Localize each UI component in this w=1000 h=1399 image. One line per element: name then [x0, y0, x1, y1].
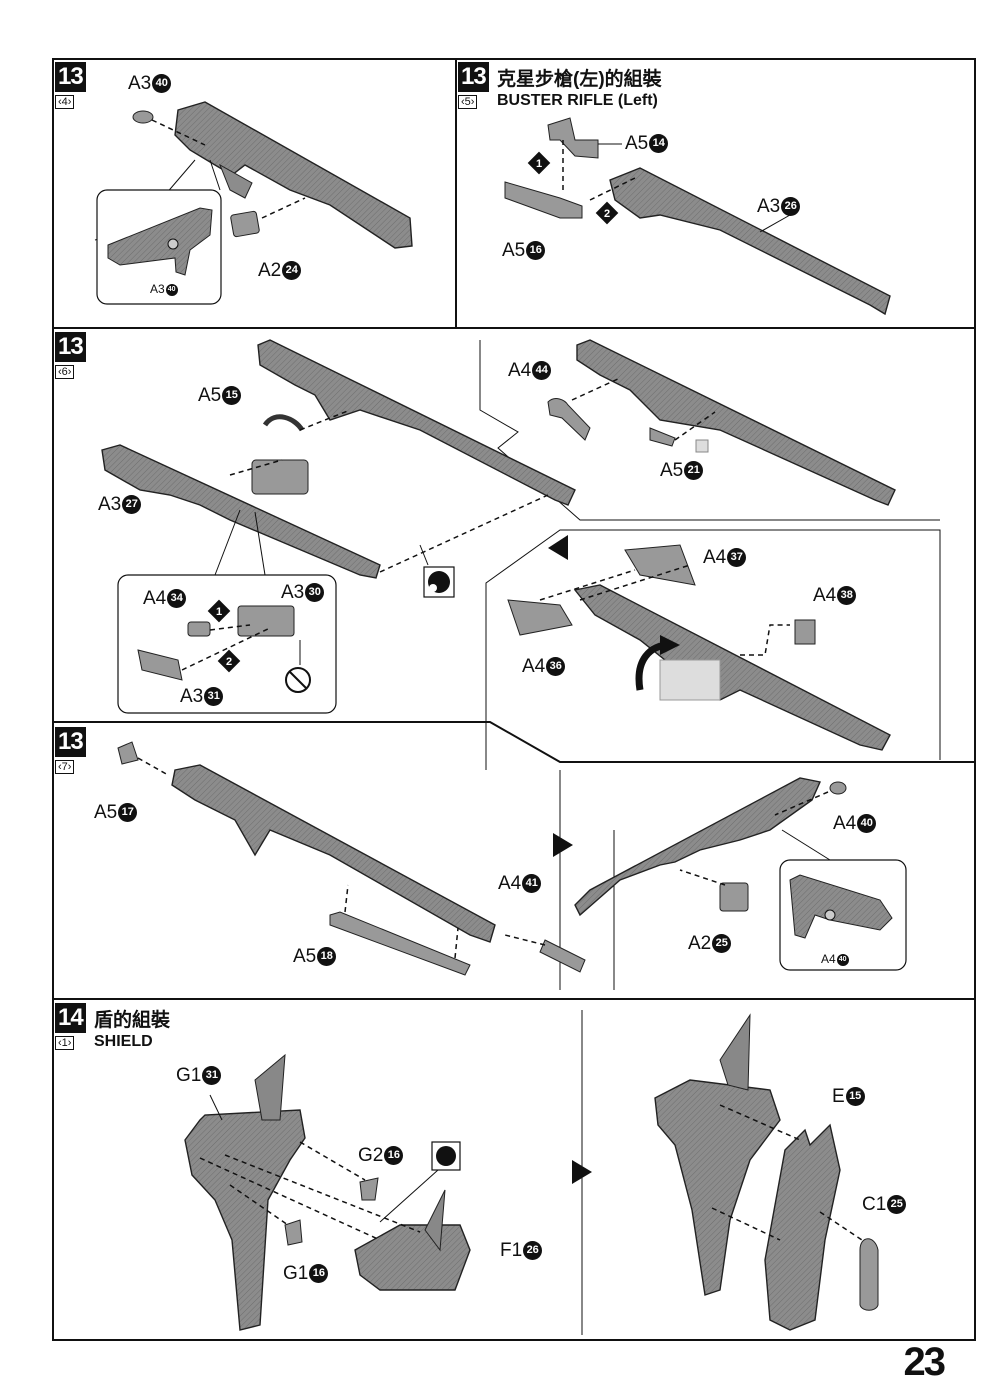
step-13-5-sub: ‹5› [458, 95, 478, 109]
manual-frame [52, 58, 976, 1341]
shield-title-en: SHIELD [94, 1033, 153, 1050]
rifle-13-6-bottom [507, 535, 891, 751]
order-1-13-5: 1 [536, 158, 542, 170]
section-dividers [52, 58, 976, 1000]
shield-assembly [184, 1013, 879, 1331]
direction-arrow-icon [548, 535, 568, 560]
order-2-13-5: 2 [604, 208, 610, 220]
order-1-13-6: 1 [216, 606, 222, 618]
rifle-13-4 [94, 101, 413, 305]
step-13-4-sub: ‹4› [55, 95, 75, 109]
step-13-6-sub: ‹6› [55, 365, 75, 379]
rifle-title-cn: 克星步槍(左)的組裝 [497, 69, 662, 90]
order-marker-numbers: 1 2 1 2 [216, 158, 610, 668]
step-13-4-number: 13 [55, 62, 86, 92]
step-13-7-number: 13 [55, 727, 86, 757]
order-2-13-6: 2 [226, 656, 232, 668]
step-13-6-number: 13 [55, 332, 86, 362]
step-13-5-number: 13 [458, 62, 489, 92]
rifle-13-7 [117, 741, 907, 976]
page-number: 23 [903, 1340, 946, 1384]
step-14-1-sub: ‹1› [55, 1036, 75, 1050]
rifle-13-5 [504, 117, 891, 316]
step-13-7-sub: ‹7› [55, 760, 75, 774]
rifle-title-en: BUSTER RIFLE (Left) [497, 92, 658, 109]
step-14-1-number: 14 [55, 1003, 86, 1033]
shield-title-cn: 盾的組裝 [94, 1010, 171, 1031]
rifle-13-6-top [101, 339, 896, 714]
sticker-icon-13-6 [423, 566, 455, 598]
